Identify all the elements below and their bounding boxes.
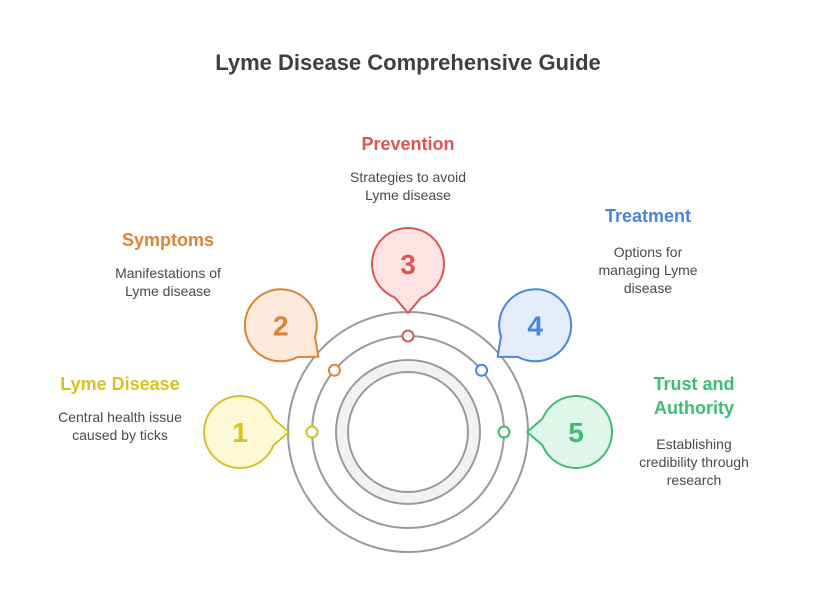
step-3-heading: Prevention xyxy=(361,134,455,154)
step-2-heading: Symptoms xyxy=(121,230,215,250)
ring-dot-3 xyxy=(401,329,415,343)
step-5-marker: 5 xyxy=(497,395,614,469)
step-2-marker: 2 xyxy=(243,288,341,377)
step-5-heading: Trust and Authority xyxy=(653,374,735,418)
step-2-description: Manifestations of Lyme disease xyxy=(115,265,221,299)
ring-dot-4 xyxy=(475,363,489,377)
step-1-heading: Lyme Disease xyxy=(60,374,180,394)
page-title: Lyme Disease Comprehensive Guide xyxy=(215,50,601,75)
step-4-number: 4 xyxy=(527,310,543,341)
step-1-description: Central health issue caused by ticks xyxy=(58,409,182,443)
step-4-marker: 4 xyxy=(475,288,573,377)
step-4-bubble xyxy=(496,288,573,363)
concentric-rings xyxy=(287,311,529,553)
step-1-number: 1 xyxy=(232,417,248,448)
ring-dot-1 xyxy=(305,425,319,439)
ring-dot-2 xyxy=(327,363,341,377)
step-3-description: Strategies to avoid Lyme disease xyxy=(350,169,466,203)
step-4-description: Options for managing Lyme disease xyxy=(598,244,698,296)
step-3-bubble xyxy=(371,226,445,314)
step-2-number: 2 xyxy=(273,310,289,341)
step-5-bubble xyxy=(526,395,614,469)
step-3-number: 3 xyxy=(400,249,416,280)
step-1-marker: 1 xyxy=(202,395,319,469)
step-2-bubble xyxy=(243,288,320,363)
step-3-marker: 3 xyxy=(371,226,445,343)
step-5-number: 5 xyxy=(568,417,584,448)
step-5-description: Establishing credibility through researc… xyxy=(639,436,749,488)
step-1-bubble xyxy=(202,395,290,469)
ring-dot-5 xyxy=(497,425,511,439)
step-4-heading: Treatment xyxy=(604,206,692,226)
inner-core xyxy=(347,371,469,493)
